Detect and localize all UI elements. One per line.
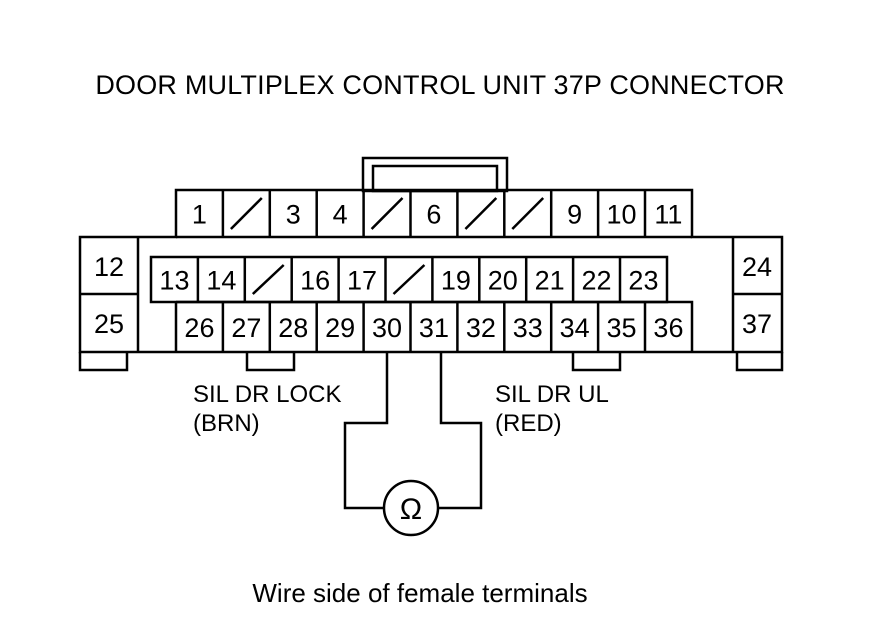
foot-mid-left bbox=[245, 352, 296, 372]
terminal-21: 21 bbox=[535, 266, 565, 296]
terminal-25: 25 bbox=[94, 309, 124, 339]
terminal-6: 6 bbox=[426, 200, 441, 230]
foot-right bbox=[735, 352, 784, 372]
empty-terminal-slash bbox=[230, 197, 263, 230]
terminal-29: 29 bbox=[325, 313, 355, 343]
terminal-17: 17 bbox=[347, 266, 377, 296]
terminal-13: 13 bbox=[159, 266, 189, 296]
diagram-title: DOOR MULTIPLEX CONTROL UNIT 37P CONNECTO… bbox=[95, 70, 785, 100]
terminal-1: 1 bbox=[192, 200, 207, 230]
terminal-20: 20 bbox=[488, 266, 518, 296]
connector-latch bbox=[361, 156, 509, 193]
wire-label-unlock: SIL DR UL (RED) bbox=[495, 381, 609, 437]
terminal-26: 26 bbox=[184, 313, 214, 343]
wire-label-lock: SIL DR LOCK (BRN) bbox=[193, 381, 342, 437]
terminal-30: 30 bbox=[372, 313, 402, 343]
empty-terminal-slash bbox=[251, 264, 285, 295]
terminal-31: 31 bbox=[419, 313, 449, 343]
empty-terminal-slash bbox=[370, 197, 404, 230]
foot-left bbox=[78, 352, 129, 372]
test-lead-left bbox=[343, 352, 389, 510]
empty-terminal-slash bbox=[392, 264, 426, 295]
foot-mid-right bbox=[571, 352, 622, 372]
terminal-35: 35 bbox=[607, 313, 637, 343]
terminal-22: 22 bbox=[582, 266, 612, 296]
test-lead-right bbox=[438, 352, 483, 510]
empty-terminal-slash bbox=[511, 197, 545, 230]
terminal-3: 3 bbox=[286, 200, 301, 230]
terminal-28: 28 bbox=[278, 313, 308, 343]
diagram-caption: Wire side of female terminals bbox=[252, 578, 588, 608]
terminal-19: 19 bbox=[441, 266, 471, 296]
terminal-32: 32 bbox=[466, 313, 496, 343]
terminal-12: 12 bbox=[94, 252, 124, 282]
connector-latch-inner bbox=[371, 164, 499, 193]
terminal-14: 14 bbox=[206, 266, 236, 296]
terminal-9: 9 bbox=[567, 200, 582, 230]
ohmmeter-circle bbox=[382, 479, 440, 537]
bottom-row-frame bbox=[174, 300, 694, 352]
terminal-33: 33 bbox=[513, 313, 543, 343]
terminal-10: 10 bbox=[607, 200, 637, 230]
terminal-23: 23 bbox=[628, 266, 658, 296]
terminal-16: 16 bbox=[300, 266, 330, 296]
terminal-36: 36 bbox=[653, 313, 683, 343]
terminal-4: 4 bbox=[333, 200, 348, 230]
terminal-27: 27 bbox=[231, 313, 261, 343]
empty-terminal-slash bbox=[464, 197, 498, 230]
terminal-24: 24 bbox=[742, 252, 772, 282]
ohm-icon: Ω bbox=[400, 493, 422, 526]
terminal-11: 11 bbox=[654, 200, 682, 230]
terminal-34: 34 bbox=[560, 313, 590, 343]
terminal-37: 37 bbox=[742, 309, 772, 339]
